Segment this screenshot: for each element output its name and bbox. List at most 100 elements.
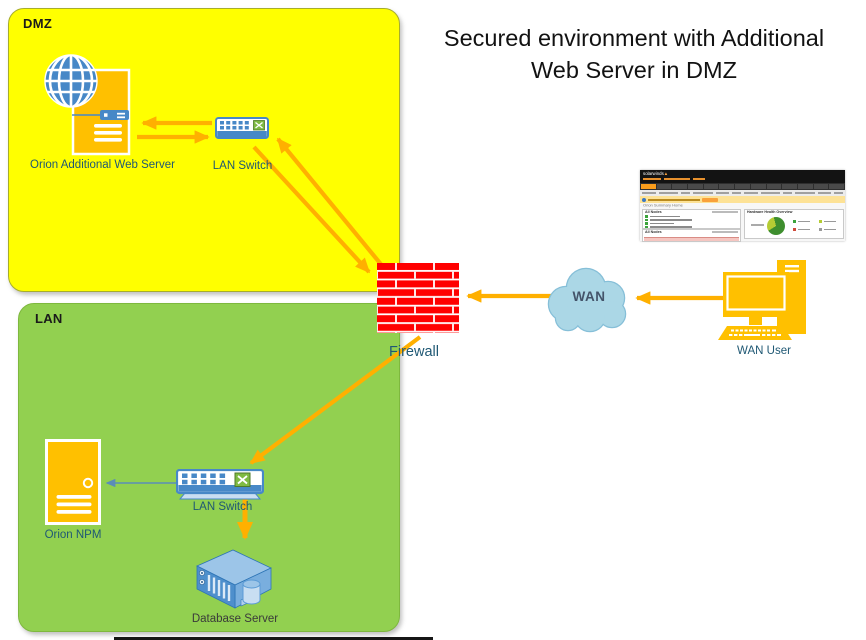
firewall-label: Firewall	[389, 344, 439, 360]
text-placeholder-bar	[649, 222, 674, 224]
lan-switch-label: LAN Switch	[192, 501, 253, 513]
health-pie-chart	[767, 217, 785, 235]
text-placeholder-bar	[817, 192, 831, 194]
wan-label: WAN	[572, 289, 606, 304]
database-server-icon	[196, 549, 272, 609]
lan-switch-icon	[176, 469, 264, 500]
thumbnail-hardware-health-panel: Hardware Health Overview	[744, 209, 844, 239]
text-placeholder-bar	[760, 192, 780, 194]
text-placeholder-bar	[693, 192, 713, 194]
text-placeholder-bar	[649, 219, 692, 221]
wan-user-icon	[718, 260, 806, 340]
thumbnail-submenu	[640, 190, 845, 196]
legend-item	[819, 226, 843, 233]
dmz-lan-switch-icon	[215, 117, 269, 139]
thumbnail-tab	[782, 184, 797, 189]
firewall-icon	[377, 263, 459, 333]
critical-icon	[793, 228, 796, 231]
node-status-icon	[645, 225, 648, 228]
thumbnail-tab	[703, 184, 719, 189]
legend-item	[793, 226, 817, 233]
dmz-lan-switch-label: LAN Switch	[212, 160, 273, 172]
thumbnail-tab	[813, 184, 829, 189]
web-server-label: Orion Additional Web Server	[30, 159, 175, 171]
legend-item	[819, 218, 843, 225]
text-placeholder-bar	[834, 192, 843, 194]
text-placeholder-bar	[693, 178, 705, 180]
text-placeholder-bar	[795, 192, 815, 194]
diagram-title-line2: Web Server in DMZ	[531, 57, 737, 83]
thumbnail-content: Orion Summary Home All Nodes All Nodes H…	[640, 203, 845, 242]
web-server-icon	[44, 54, 131, 156]
warning-icon	[819, 220, 822, 223]
text-placeholder-bar	[824, 228, 836, 231]
text-placeholder-bar	[744, 192, 758, 194]
thumbnail-page-heading: Orion Summary Home	[643, 203, 683, 208]
text-placeholder-bar	[642, 192, 656, 194]
tree-row	[645, 222, 692, 225]
text-placeholder-bar	[681, 192, 690, 194]
thumbnail-tab	[797, 184, 813, 189]
thumbnail-tab	[672, 184, 688, 189]
thumbnail-menu-tabs	[640, 183, 845, 190]
diagram-title: Secured environment with Additional Web …	[408, 22, 860, 86]
node-tree	[645, 215, 692, 228]
database-server-label: Database Server	[191, 613, 279, 625]
wan-cloud-icon	[547, 267, 627, 333]
tree-row	[645, 218, 692, 221]
text-placeholder-bar	[798, 228, 810, 231]
thumbnail-tab	[829, 184, 844, 189]
health-legend	[793, 218, 843, 233]
thumbnail-tab	[750, 184, 766, 189]
legend-item	[793, 218, 817, 225]
thumbnail-header-bar: solarwinds▲	[640, 170, 845, 183]
thumbnail-tab	[656, 184, 672, 189]
orion-npm-label: Orion NPM	[44, 529, 102, 541]
panel-title: Hardware Health Overview	[747, 210, 793, 215]
text-placeholder-bar	[783, 192, 792, 194]
alert-row	[644, 237, 739, 241]
text-placeholder-bar	[664, 178, 690, 180]
screen-edge-artifact	[114, 637, 433, 640]
thumbnail-notification-bar	[640, 196, 845, 203]
info-icon	[642, 197, 646, 202]
thumbnail-nodes-table-panel: All Nodes	[642, 229, 741, 242]
dmz-zone-label: DMZ	[23, 16, 53, 31]
thumbnail-tab	[688, 184, 703, 189]
tree-row	[645, 225, 692, 228]
node-status-icon	[645, 222, 648, 225]
text-placeholder-bar	[712, 211, 738, 213]
text-placeholder-bar	[643, 178, 661, 180]
thumbnail-tab	[719, 184, 735, 189]
text-placeholder-bar	[648, 198, 700, 201]
text-placeholder-bar	[732, 192, 741, 194]
panel-title: All Nodes	[645, 230, 662, 235]
text-placeholder-bar	[649, 226, 692, 228]
flame-icon: ▲	[663, 171, 669, 176]
thumbnail-button-chip	[702, 197, 718, 202]
thumbnail-all-nodes-panel: All Nodes	[642, 209, 741, 229]
thumbnail-tab	[766, 184, 782, 189]
thumbnail-tab	[641, 184, 656, 189]
node-status-icon	[645, 215, 648, 218]
lan-zone-label: LAN	[35, 311, 63, 326]
panel-title: All Nodes	[645, 210, 662, 215]
up-icon	[793, 220, 796, 223]
solarwinds-logo: solarwinds▲	[643, 171, 669, 176]
thumbnail-header-links	[643, 178, 705, 180]
text-placeholder-bar	[751, 224, 764, 226]
orion-npm-icon	[45, 439, 101, 525]
node-status-icon	[645, 218, 648, 221]
text-placeholder-bar	[798, 220, 810, 223]
text-placeholder-bar	[658, 192, 678, 194]
wan-user-label: WAN User	[737, 345, 791, 357]
thumbnail-tab	[735, 184, 750, 189]
text-placeholder-bar	[715, 192, 729, 194]
text-placeholder-bar	[649, 215, 680, 217]
orion-console-thumbnail: solarwinds▲ Orion Summary Home All Nodes…	[640, 170, 845, 242]
text-placeholder-bar	[712, 231, 738, 233]
diagram-title-line1: Secured environment with Additional	[443, 25, 825, 51]
text-placeholder-bar	[824, 220, 836, 223]
unmanaged-icon	[819, 228, 822, 231]
